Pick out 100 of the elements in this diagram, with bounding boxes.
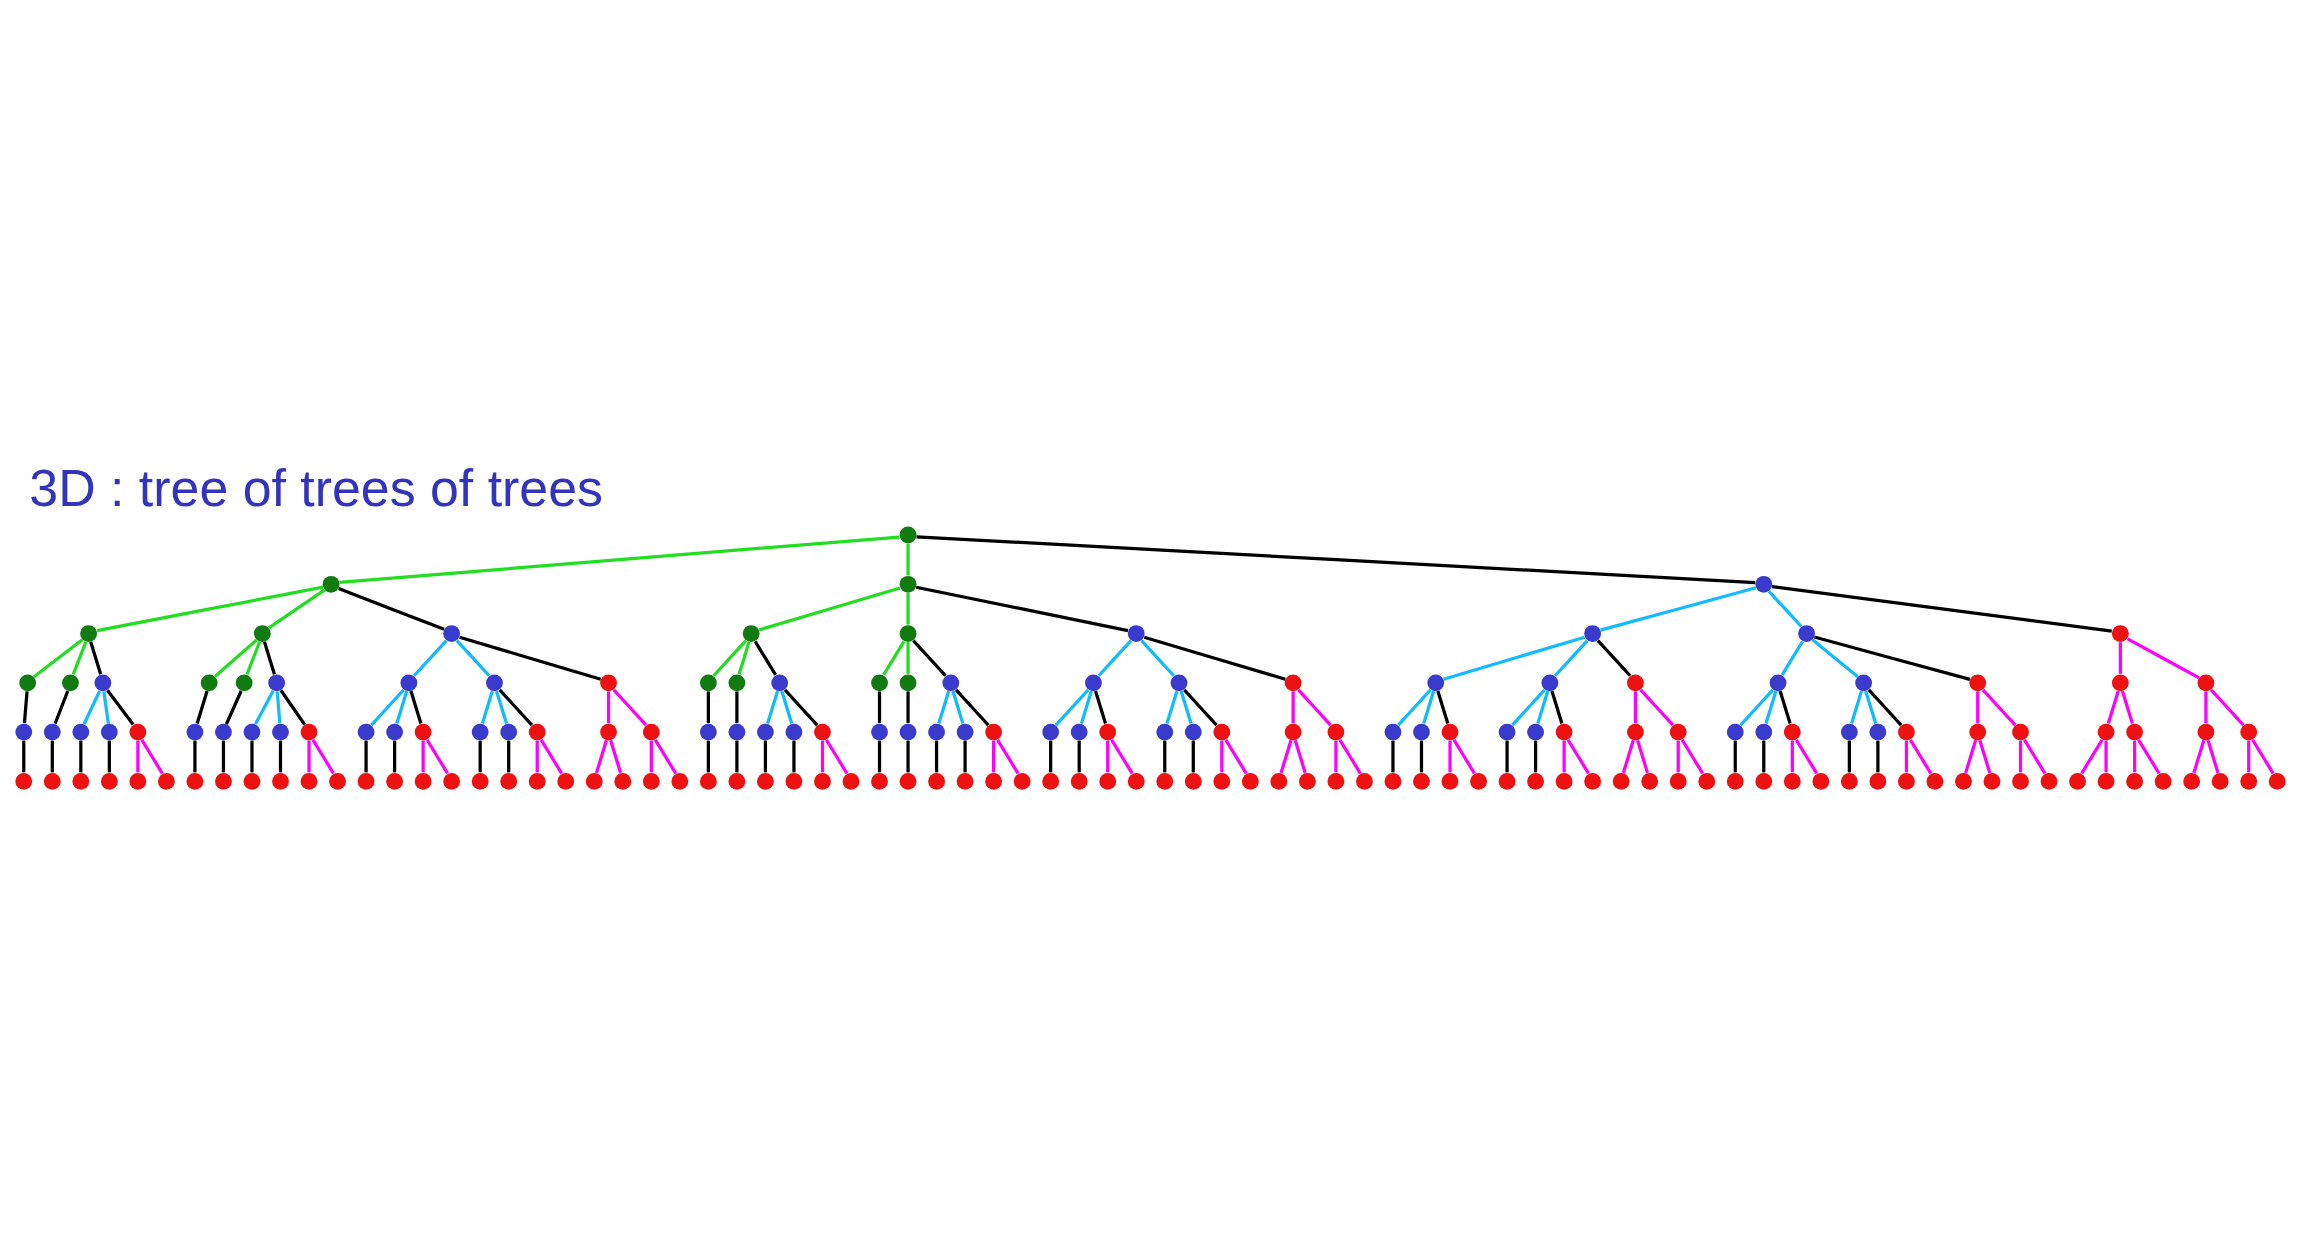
node-circle xyxy=(1669,772,1687,790)
connector xyxy=(1847,740,1851,772)
connector xyxy=(1621,739,1635,773)
connector xyxy=(1813,634,1971,681)
connector xyxy=(706,740,710,772)
node-circle xyxy=(1441,772,1459,790)
connector xyxy=(193,740,197,772)
connector xyxy=(2251,738,2275,774)
node-circle xyxy=(2183,772,2201,790)
node-circle xyxy=(1840,723,1858,741)
connector xyxy=(1600,585,1757,632)
node-circle xyxy=(1498,723,1516,741)
connector xyxy=(735,690,739,723)
node-circle xyxy=(614,772,632,790)
connector xyxy=(102,690,110,724)
connector xyxy=(758,585,901,631)
node-circle xyxy=(414,772,432,790)
connector xyxy=(1633,690,1638,723)
connector xyxy=(267,588,326,629)
node-circle xyxy=(1869,772,1887,790)
node-circle xyxy=(1498,772,1516,790)
node-circle xyxy=(486,673,503,691)
connector xyxy=(2126,636,2200,679)
connector xyxy=(1680,738,1704,774)
connector xyxy=(1419,740,1424,772)
connector xyxy=(53,689,70,724)
node-circle xyxy=(899,624,917,642)
node-circle xyxy=(642,723,660,741)
connector xyxy=(1596,639,1632,677)
node-circle xyxy=(1555,723,1573,741)
connector xyxy=(22,740,26,772)
connector xyxy=(71,640,88,675)
connector xyxy=(877,690,882,723)
node-circle xyxy=(1099,723,1117,741)
connector xyxy=(213,638,258,678)
node-circle xyxy=(699,723,717,741)
node-circle xyxy=(1898,772,1915,790)
node-circle xyxy=(443,772,461,790)
connector xyxy=(480,690,494,724)
node-circle xyxy=(100,723,118,741)
connector xyxy=(1964,739,1978,773)
node-circle xyxy=(1840,772,1858,790)
node-circle xyxy=(871,673,888,691)
node-circle xyxy=(2240,723,2258,741)
node-circle xyxy=(200,673,218,691)
connector xyxy=(1391,740,1395,772)
connector xyxy=(364,740,368,772)
node-circle xyxy=(19,673,37,691)
connector xyxy=(2106,690,2120,724)
connector xyxy=(96,585,324,632)
connector xyxy=(1094,690,1108,724)
connector xyxy=(1163,740,1167,772)
node-circle xyxy=(1612,772,1630,790)
node-circle xyxy=(2012,723,2029,741)
node-circle xyxy=(2211,772,2229,790)
node-circle xyxy=(2111,673,2129,691)
connector xyxy=(1511,688,1546,726)
connector xyxy=(425,738,449,774)
node-circle xyxy=(80,624,98,642)
connector xyxy=(1140,639,1175,677)
node-circle xyxy=(1441,723,1459,741)
connector xyxy=(906,690,910,723)
connector xyxy=(393,740,397,772)
connector xyxy=(1448,740,1452,772)
node-circle xyxy=(43,723,61,741)
node-circle xyxy=(300,723,318,741)
node-circle xyxy=(1099,772,1117,790)
node-circle xyxy=(1983,772,2001,790)
node-circle xyxy=(186,723,204,741)
node-circle xyxy=(1969,723,1987,741)
node-circle xyxy=(1156,772,1174,790)
node-circle xyxy=(557,772,575,790)
node-circle xyxy=(1213,723,1231,741)
node-circle xyxy=(1955,772,1972,790)
connector xyxy=(735,740,739,772)
node-circle xyxy=(2097,772,2115,790)
node-circle xyxy=(129,723,147,741)
node-circle xyxy=(2268,772,2286,790)
node-circle xyxy=(1812,772,1830,790)
node-circle xyxy=(471,772,489,790)
connector xyxy=(412,639,448,677)
connector xyxy=(1850,690,1864,724)
node-circle xyxy=(642,772,660,790)
node-circle xyxy=(322,575,340,593)
node-circle xyxy=(94,673,112,691)
node-circle xyxy=(671,772,689,790)
node-circle xyxy=(1755,575,1773,593)
connector xyxy=(1794,738,1819,774)
connector xyxy=(906,543,910,575)
node-circle xyxy=(728,723,746,741)
connector xyxy=(2133,740,2137,772)
connector xyxy=(1106,740,1110,772)
connector xyxy=(1739,688,1774,726)
connector xyxy=(1764,690,1778,724)
connector xyxy=(459,635,602,681)
node-circle xyxy=(1156,723,1174,741)
node-circle xyxy=(1869,723,1887,741)
node-circle xyxy=(1042,772,1060,790)
connector xyxy=(1978,739,1992,773)
node-circle xyxy=(942,673,960,691)
